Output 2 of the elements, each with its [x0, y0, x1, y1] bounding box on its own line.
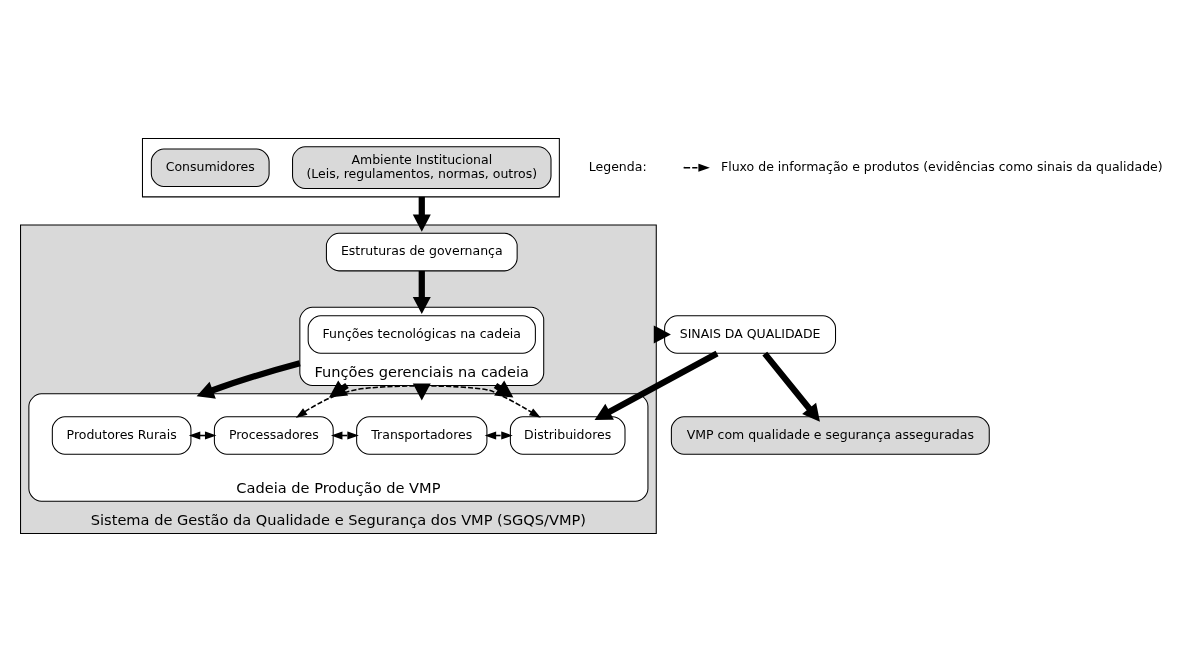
label: Legenda: [588, 158, 647, 174]
legend-label: Fluxo de informação e produtos (evidências como sinais da qualidade) [721, 158, 1163, 174]
